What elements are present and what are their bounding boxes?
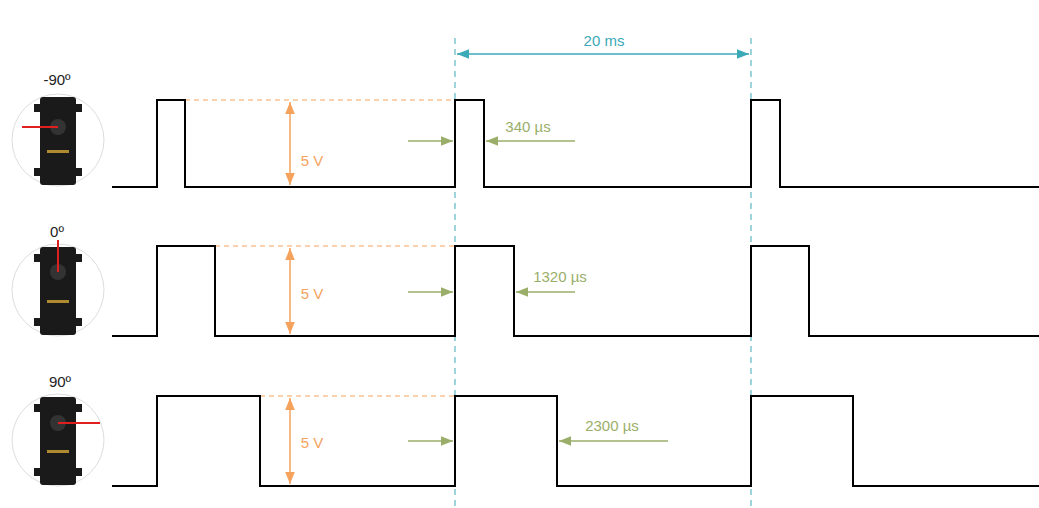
angle-label: -90º	[41, 71, 72, 88]
servo-icon	[12, 240, 104, 336]
pulse-width-label: 1320 µs	[531, 268, 589, 285]
pulse-width-label: 340 µs	[503, 118, 552, 135]
servo-icon	[12, 394, 104, 486]
servo-icon	[12, 94, 104, 186]
voltage-label: 5 V	[299, 285, 326, 302]
pulse-width-label: 2300 µs	[583, 417, 641, 434]
level-guides	[185, 100, 455, 396]
width-arrows	[408, 141, 668, 441]
period-guides	[455, 38, 751, 506]
period-label: 20 ms	[582, 32, 627, 49]
angle-label: 90º	[47, 373, 73, 390]
voltage-label: 5 V	[299, 152, 326, 169]
angle-label: 0º	[48, 223, 66, 240]
voltage-arrows	[289, 102, 291, 484]
pwm-waveforms	[112, 100, 1039, 486]
period-arrow	[457, 53, 749, 55]
voltage-label: 5 V	[299, 434, 326, 451]
